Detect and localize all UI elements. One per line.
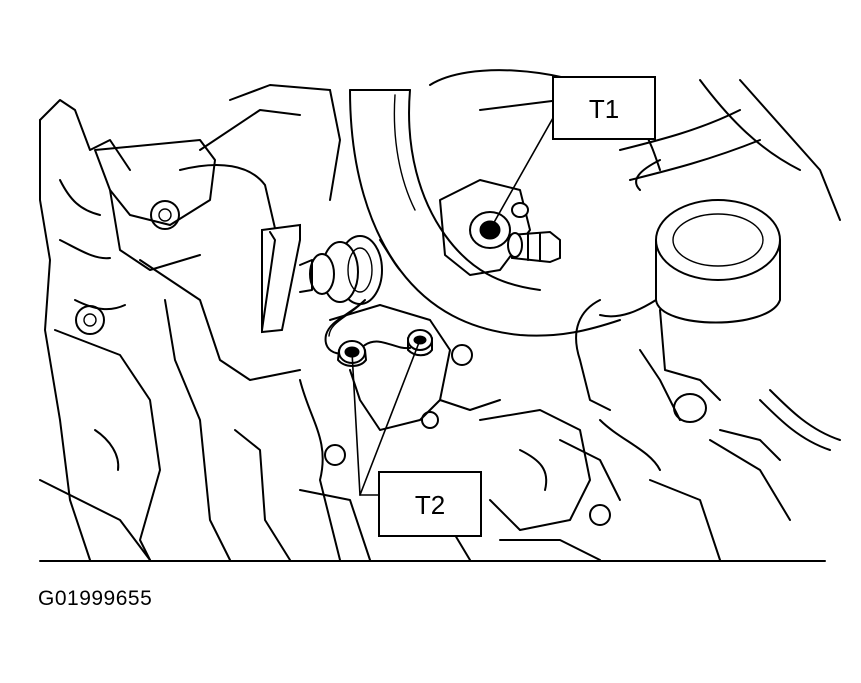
coolant-hose [349, 89, 621, 337]
mounting-plate [324, 304, 501, 466]
t1-leader-line [491, 117, 554, 227]
sensor-wire [324, 299, 411, 355]
t1-label: T1 [589, 94, 619, 124]
t2-leader-lines [351, 339, 421, 496]
engine-block-outline [39, 84, 341, 561]
t2-label: T2 [415, 490, 445, 520]
t2-callout: T2 [378, 471, 482, 537]
sensor-body [299, 235, 383, 305]
t1-sensor [439, 179, 531, 276]
figure-code: G01999655 [38, 587, 153, 610]
t1-connector [507, 230, 561, 264]
right-cable [559, 389, 841, 561]
sensor-bracket [261, 223, 301, 334]
reservoir-canister [575, 199, 781, 423]
t1-callout: T1 [552, 76, 656, 140]
t2-bolt-right [407, 329, 433, 357]
